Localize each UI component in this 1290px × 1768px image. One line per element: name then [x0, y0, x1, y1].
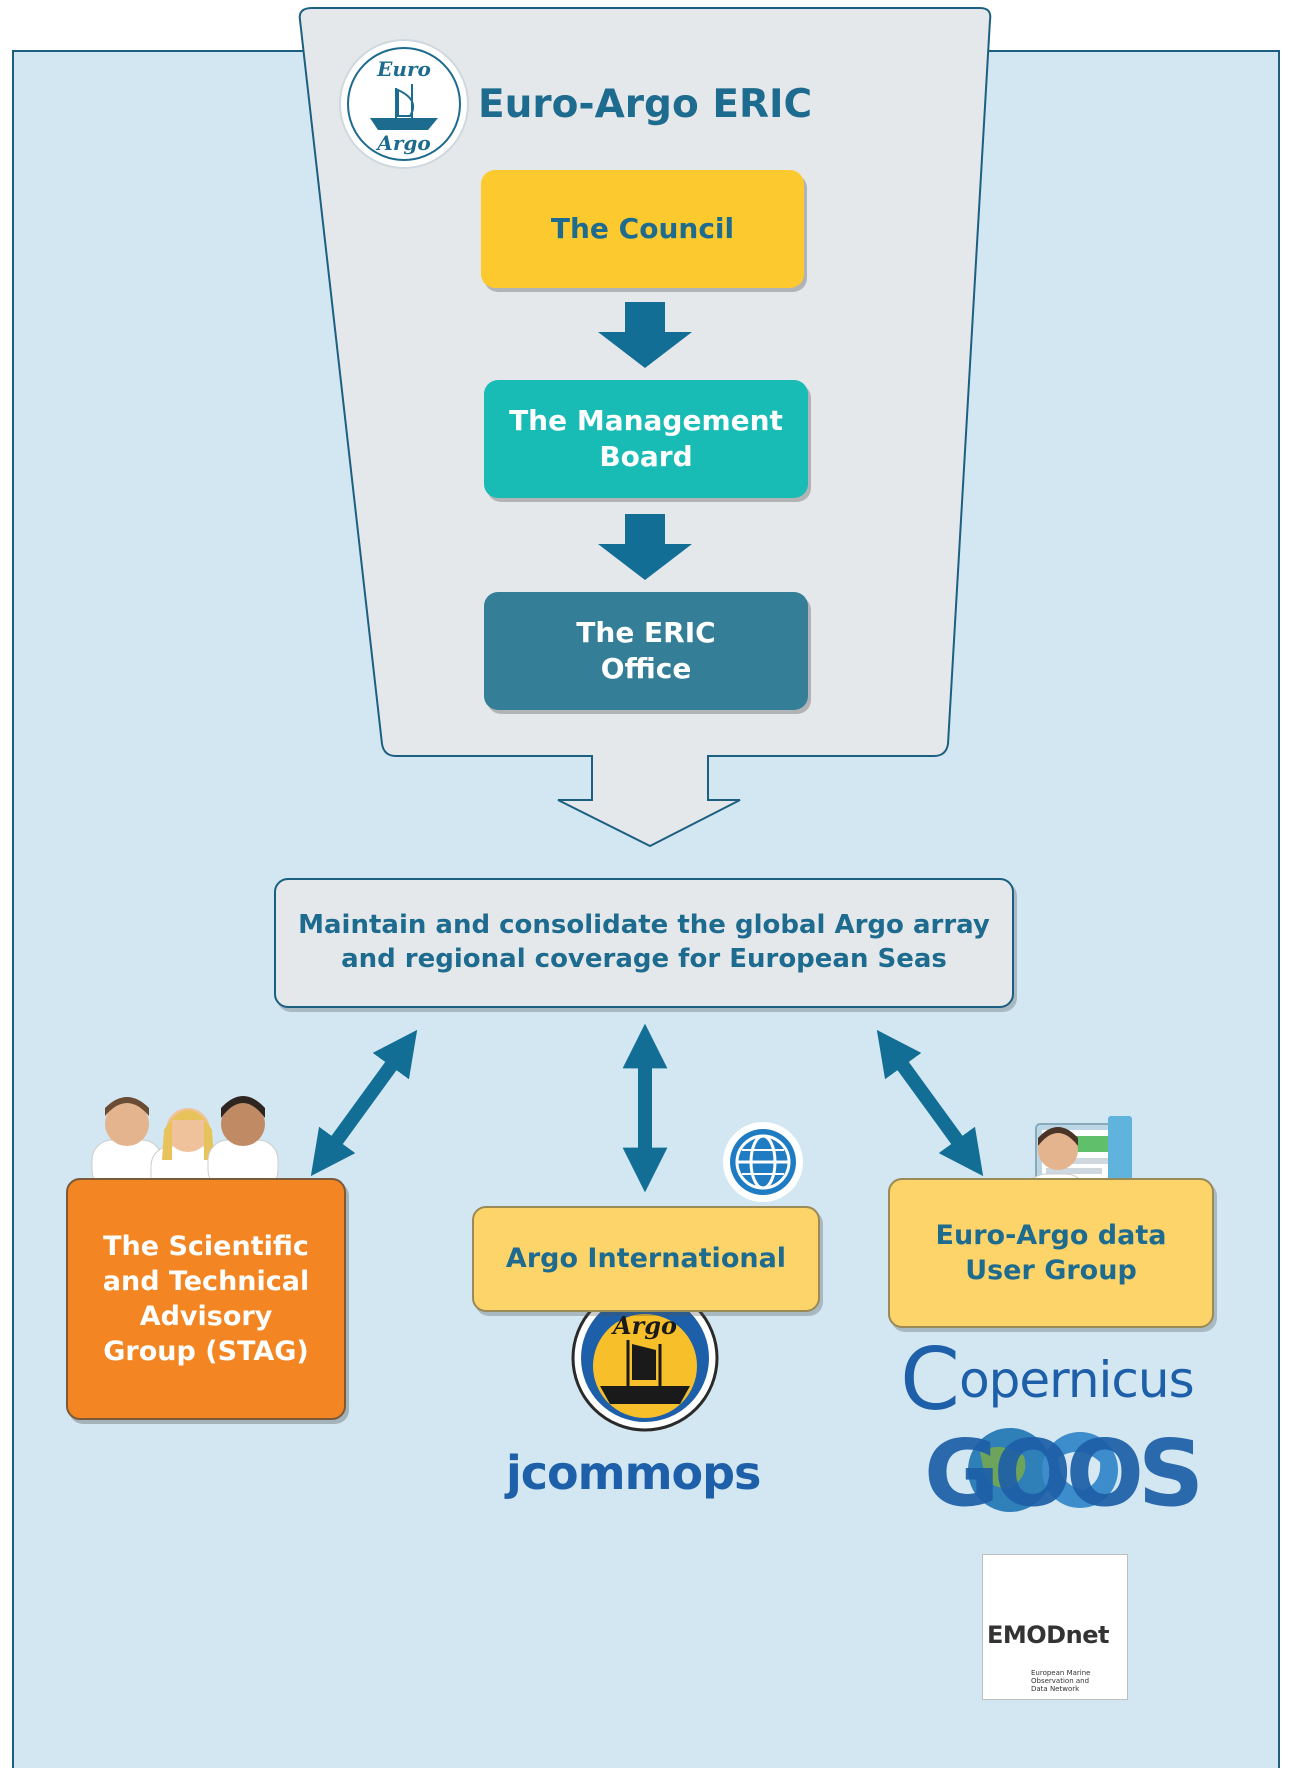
- eric-office-box: The ERIC Office: [484, 592, 808, 710]
- user-group-box: Euro-Argo data User Group: [888, 1178, 1214, 1328]
- user-group-line2: User Group: [965, 1255, 1137, 1286]
- svg-text:Euro: Euro: [376, 57, 431, 81]
- management-board-label-line2: Board: [599, 440, 693, 473]
- emodnet-caption-line1: European Marine: [1031, 1669, 1091, 1677]
- emodnet-name: EMODnet: [987, 1621, 1109, 1649]
- management-board-label-line1: The Management: [509, 403, 783, 437]
- argo-international-label: Argo International: [505, 1243, 787, 1275]
- copernicus-text: opernicus: [959, 1351, 1195, 1409]
- down-arrow-icon: [598, 514, 692, 580]
- goos-wordmark: GOOS: [924, 1420, 1204, 1527]
- jcommops-text: jcommops: [506, 1446, 761, 1500]
- mission-box: Maintain and consolidate the global Argo…: [274, 878, 1014, 1008]
- stag-line4: Group (STAG): [103, 1336, 309, 1368]
- user-group-line1: Euro-Argo data: [935, 1219, 1167, 1251]
- mission-line2: and regional coverage for European Seas: [341, 944, 947, 974]
- argo-international-box: Argo International: [472, 1206, 820, 1312]
- svg-text:Argo: Argo: [375, 131, 430, 155]
- stag-line1: The Scientific: [103, 1230, 309, 1262]
- stag-line3: Advisory: [139, 1301, 273, 1332]
- copernicus-c-mark: C: [900, 1330, 960, 1430]
- down-arrow-icon: [598, 302, 692, 368]
- goos-text: GOOS: [924, 1420, 1204, 1527]
- council-box: The Council: [481, 170, 804, 288]
- double-arrow-icon: [310, 1029, 418, 1177]
- jcommops-logo: jcommops: [506, 1446, 761, 1500]
- globe-icon: [723, 1122, 803, 1202]
- management-board-box: The Management Board: [484, 380, 808, 498]
- council-label: The Council: [550, 211, 735, 245]
- goos-logo: [968, 1428, 1118, 1512]
- emodnet-caption-line2: Observation and: [1031, 1677, 1090, 1685]
- page-title: Euro-Argo ERIC: [478, 82, 813, 127]
- mission-line1: Maintain and consolidate the global Argo…: [298, 910, 990, 941]
- stag-box: The Scientific and Technical Advisory Gr…: [66, 1178, 346, 1420]
- euro-argo-logo: Euro Argo: [339, 39, 469, 169]
- copernicus-logo: Copernicus: [900, 1318, 1195, 1430]
- argo-logo: Argo: [571, 1284, 719, 1432]
- eric-office-label-line1: The ERIC: [576, 615, 716, 649]
- emodnet-caption-line3: Data Network: [1031, 1685, 1080, 1693]
- double-arrow-icon: [876, 1029, 984, 1177]
- stag-line2: and Technical: [102, 1265, 310, 1297]
- eric-office-label-line2: Office: [600, 652, 692, 685]
- emodnet-logo: EMODnet European Marine Observation and …: [982, 1554, 1128, 1700]
- svg-text:Argo: Argo: [611, 1311, 677, 1340]
